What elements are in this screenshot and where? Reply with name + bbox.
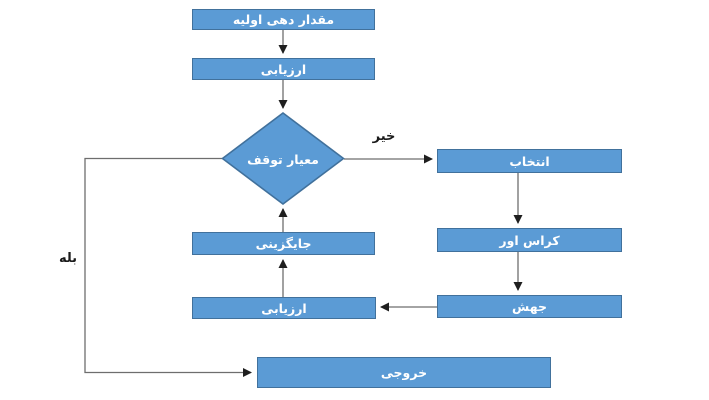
node-mutation-label: جهش: [512, 299, 547, 314]
edge-decision-to-output: [84, 157, 252, 377]
node-replacement: جایگزینی: [192, 232, 375, 255]
node-evaluation-top-label: ارزیابی: [260, 61, 307, 77]
node-output: خروجی: [257, 357, 551, 388]
node-mutation: جهش: [437, 295, 622, 318]
node-decision-label: معیار توقف: [247, 151, 319, 167]
node-evaluation-loop: ارزیابی: [192, 297, 376, 319]
node-decision-label-box: معیار توقف: [223, 147, 343, 171]
node-crossover: کراس اور: [437, 228, 622, 252]
decision-diamond: [221, 111, 345, 206]
node-evaluation-loop-label: ارزیابی: [261, 300, 307, 316]
node-selection-label: انتخاب: [509, 153, 550, 169]
node-selection: انتخاب: [437, 149, 622, 173]
node-initialization: مقدار دهی اولیه: [192, 9, 375, 30]
node-output-label: خروجی: [380, 365, 428, 380]
node-crossover-label: کراس اور: [499, 232, 560, 248]
node-replacement-label: جایگزینی: [255, 236, 312, 251]
node-initialization-label: مقدار دهی اولیه: [232, 12, 335, 27]
edge-label-no: خیر: [372, 129, 396, 144]
node-evaluation-top: ارزیابی: [192, 58, 375, 80]
edge-label-yes: بله: [58, 251, 78, 266]
